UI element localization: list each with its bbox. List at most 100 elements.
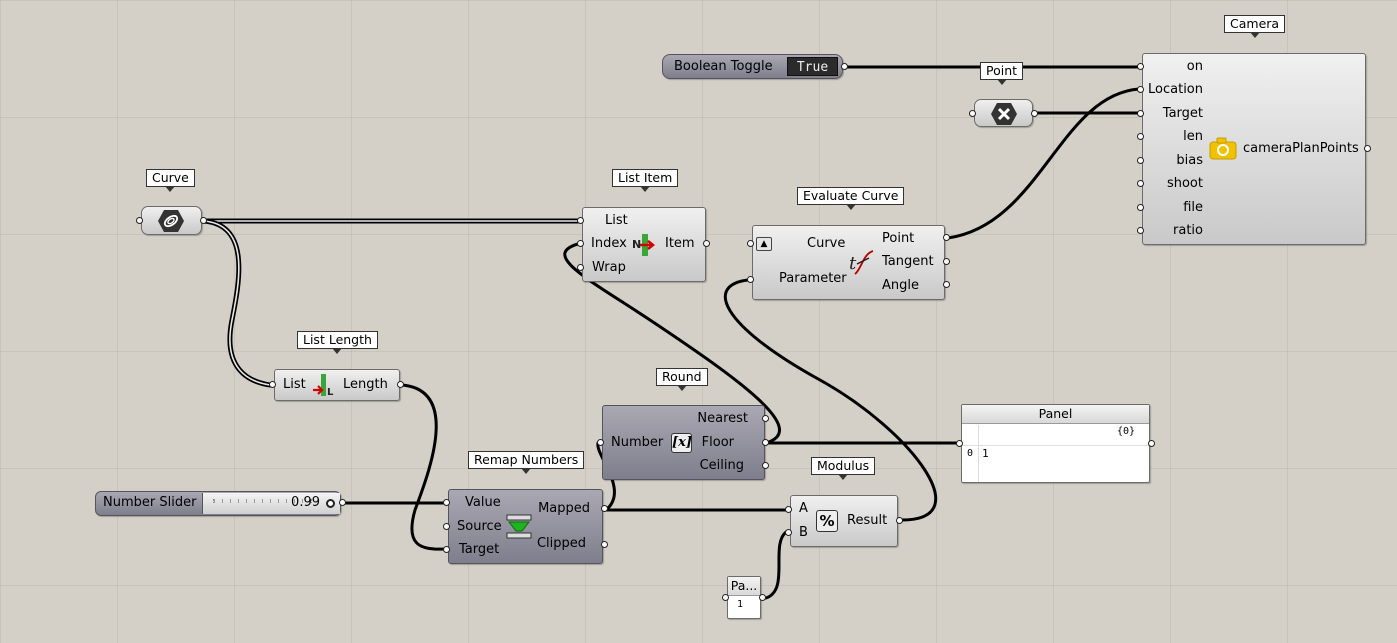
number-slider-track[interactable]: 0.99 (202, 493, 340, 514)
remap-input-target: Target (459, 542, 500, 557)
panel-path: {0} (1116, 426, 1135, 437)
curve-param[interactable] (141, 206, 202, 235)
modulus-component[interactable]: A B % Result (790, 495, 898, 547)
list-item-component[interactable]: List Index Wrap N Item (582, 207, 706, 282)
curve-grip-in[interactable] (136, 217, 143, 224)
remap-numbers-tag: Remap Numbers (468, 451, 585, 474)
list-item-grip-wrap[interactable] (577, 264, 584, 271)
camera-grip-len[interactable] (1137, 133, 1144, 140)
evaluate-curve-component[interactable]: ▲ Curve Parameter t Point Tangent Angle (752, 225, 945, 300)
evaluate-curve-grip-tangent[interactable] (943, 258, 950, 265)
list-item-input-index: Index (591, 236, 627, 251)
evaluate-curve-grip-angle[interactable] (943, 281, 950, 288)
modulus-grip-out[interactable] (896, 517, 903, 524)
list-length-icon: L (313, 374, 334, 397)
small-panel[interactable]: Pa... 1 (727, 576, 761, 619)
round-component[interactable]: Number [x] Nearest Floor Ceiling (602, 405, 765, 480)
list-length-grip-out[interactable] (397, 381, 404, 388)
remap-grip-value[interactable] (443, 499, 450, 506)
camera-grip-target[interactable] (1137, 110, 1144, 117)
curve-grip-out[interactable] (200, 217, 207, 224)
camera-grip-shoot[interactable] (1137, 180, 1144, 187)
remap-input-value: Value (465, 495, 501, 510)
camera-grip-on[interactable] (1137, 63, 1144, 70)
camera-grip-ratio[interactable] (1137, 227, 1144, 234)
small-panel-grip-in[interactable] (722, 594, 729, 601)
small-panel-grip-out[interactable] (759, 594, 766, 601)
wire-curve-to-listlength (201, 218, 273, 388)
remap-grip-mapped[interactable] (601, 505, 608, 512)
list-item-grip-index[interactable] (577, 240, 584, 247)
point-param[interactable] (974, 99, 1033, 127)
reparameterize-icon[interactable]: ▲ (756, 237, 772, 251)
camera-input-bias: bias (1176, 153, 1203, 168)
round-output-ceiling: Ceiling (699, 458, 744, 473)
wire-pa-to-b (764, 530, 788, 600)
svg-text:N: N (632, 238, 641, 251)
round-grip-floor[interactable] (762, 439, 769, 446)
list-item-input-wrap: Wrap (592, 260, 626, 275)
camera-grip-location[interactable] (1137, 86, 1144, 93)
round-grip-in[interactable] (597, 439, 604, 446)
camera-grip-output[interactable] (1364, 145, 1371, 152)
round-tag: Round (656, 368, 708, 391)
list-length-output-length: Length (343, 377, 388, 392)
camera-input-target: Target (1162, 106, 1203, 121)
number-slider[interactable]: Number Slider 0.99 (95, 491, 341, 516)
list-length-grip-in[interactable] (269, 381, 276, 388)
wire-length-to-target (400, 383, 446, 551)
curve-tag: Curve (146, 169, 195, 192)
boolean-toggle-label: Boolean Toggle (674, 59, 773, 74)
round-grip-nearest[interactable] (762, 415, 769, 422)
point-grip-out[interactable] (1031, 110, 1038, 117)
camera-tag: Camera (1224, 15, 1286, 38)
camera-input-shoot: shoot (1166, 176, 1203, 191)
remap-output-clipped: Clipped (536, 536, 586, 551)
evaluate-curve-grip-curve[interactable] (747, 240, 754, 247)
modulus-input-a: A (799, 501, 808, 516)
list-length-component[interactable]: List L Length (274, 369, 400, 401)
camera-input-len: len (1183, 129, 1203, 144)
boolean-toggle-grip[interactable] (841, 63, 848, 70)
number-slider-grip[interactable] (339, 499, 346, 506)
camera-grip-file[interactable] (1137, 204, 1144, 211)
round-input-number: Number (611, 435, 664, 450)
modulus-tag: Modulus (811, 457, 876, 480)
camera-output-label: cameraPlanPoints (1243, 141, 1359, 156)
camera-grip-bias[interactable] (1137, 157, 1144, 164)
modulus-grip-b[interactable] (785, 529, 792, 536)
panel-value: 1 (982, 447, 989, 460)
number-slider-knob[interactable] (326, 499, 335, 508)
panel-grip-in[interactable] (956, 440, 963, 447)
round-grip-ceiling[interactable] (762, 462, 769, 469)
panel[interactable]: Panel {0} 0 1 (961, 404, 1150, 483)
camera-input-ratio: ratio (1173, 223, 1203, 238)
camera-input-file: file (1183, 200, 1203, 215)
panel-index: 0 (967, 448, 974, 459)
remap-numbers-component[interactable]: Value Source Target Mapped Clipped (448, 489, 603, 564)
remap-numbers-icon (506, 514, 532, 539)
camera-component[interactable]: on Location Target len bias shoot file r… (1142, 53, 1366, 245)
round-icon: [x] (671, 433, 692, 453)
point-grip-in[interactable] (969, 110, 976, 117)
evaluate-curve-icon: t (849, 250, 874, 275)
modulus-grip-a[interactable] (785, 506, 792, 513)
evaluate-curve-output-tangent: Tangent (882, 254, 934, 269)
evaluate-curve-grip-parameter[interactable] (747, 276, 754, 283)
remap-grip-clipped[interactable] (601, 541, 608, 548)
curve-icon (158, 210, 184, 232)
remap-grip-source[interactable] (443, 523, 450, 530)
evaluate-curve-grip-point[interactable] (943, 234, 950, 241)
panel-grip-out[interactable] (1148, 440, 1155, 447)
boolean-toggle-value[interactable]: True (787, 57, 838, 76)
boolean-toggle[interactable]: Boolean Toggle True (662, 54, 843, 79)
list-item-grip-out[interactable] (703, 240, 710, 247)
list-item-output-item: Item (665, 236, 695, 251)
point-tag: Point (980, 62, 1024, 85)
list-length-input-list: List (283, 377, 306, 392)
list-item-grip-list[interactable] (577, 217, 584, 224)
list-item-input-list: List (605, 213, 628, 228)
remap-grip-target[interactable] (443, 546, 450, 553)
camera-input-on: on (1186, 59, 1203, 74)
evaluate-curve-tag: Evaluate Curve (797, 187, 905, 210)
